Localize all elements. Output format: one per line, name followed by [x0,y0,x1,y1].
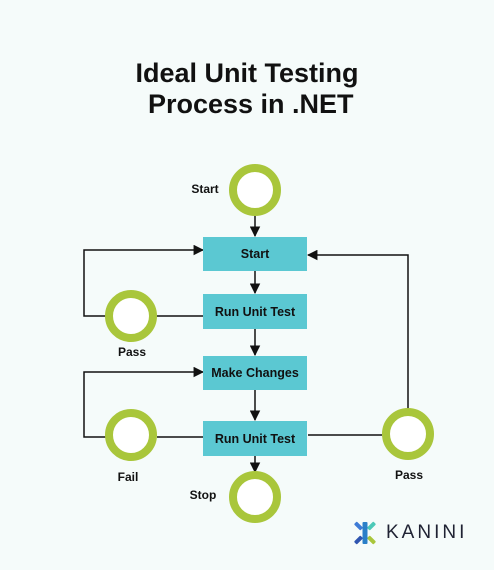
node-run-unit-test-1: Run Unit Test [203,294,307,329]
kanini-logo: KANINI [352,518,467,548]
title-line-1: Ideal Unit Testing [135,58,359,88]
pass-left-circle [105,290,157,342]
node-start: Start [203,237,307,271]
pass-right-circle [382,408,434,460]
start-circle-label: Start [191,182,218,196]
node-run-unit-test-2-label: Run Unit Test [215,432,296,446]
title-line-2: Process in .NET [140,89,354,119]
stop-circle-label: Stop [190,488,217,502]
node-make-changes-label: Make Changes [211,366,299,380]
pass-right-label: Pass [395,468,423,482]
node-run-unit-test-2: Run Unit Test [203,421,307,456]
loop-fail-to-make-changes [83,366,205,438]
loop-pass-right-to-start-box [306,249,409,409]
node-make-changes: Make Changes [203,356,307,390]
kanini-mark-icon [354,521,376,545]
node-start-label: Start [241,247,270,261]
fail-label: Fail [118,470,139,484]
fail-circle [105,409,157,461]
node-run-unit-test-1-label: Run Unit Test [215,305,296,319]
stop-circle [229,471,281,523]
diagram-title: Ideal Unit Testing Process in .NET [0,58,494,120]
loop-pass-to-start-box [83,244,205,317]
connectors [83,216,409,474]
brand-name: KANINI [386,522,468,543]
start-circle [229,164,281,216]
pass-left-label: Pass [118,345,146,359]
